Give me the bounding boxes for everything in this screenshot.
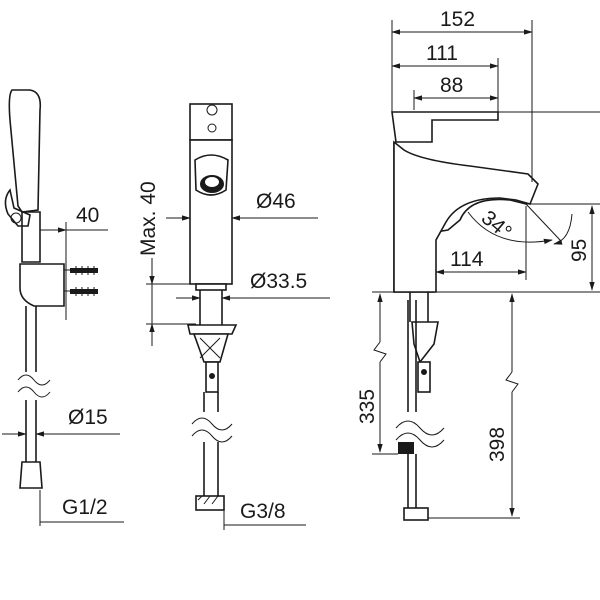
shower-head: [8, 89, 42, 213]
dim-depth-335: 335: [356, 291, 398, 455]
dim-depth-398: 398: [428, 291, 520, 519]
dim-label-diameter-15: Ø15: [68, 406, 108, 429]
dim-label-diameter-33-5: Ø33.5: [250, 270, 307, 293]
hose-connector: [19, 461, 43, 489]
dim-label-g38: G3/8: [240, 500, 286, 523]
dim-label-95: 95: [568, 239, 591, 262]
shower-handle: [21, 211, 41, 263]
dim-label-114: 114: [450, 248, 484, 271]
shower-trigger: [4, 188, 31, 227]
faucet-top-cap: [189, 103, 233, 141]
dim-reach-114: 114: [435, 206, 527, 280]
dim-label-88: 88: [440, 74, 463, 97]
dim-diameter-33-5: Ø33.5: [176, 270, 330, 301]
dim-width-111: 111: [391, 42, 499, 112]
dim-label-max-40: Max. 40: [137, 181, 160, 256]
dim-thread-g12: G1/2: [39, 490, 124, 526]
mounting-shank: [187, 290, 238, 393]
wall-holder: [19, 263, 65, 307]
supply-hoses: [191, 392, 233, 511]
dim-hose-40: 40: [40, 204, 108, 320]
dim-label-g12: G1/2: [62, 496, 108, 519]
dim-max-40: Max. 40: [137, 181, 196, 346]
dim-label-111: 111: [426, 42, 458, 65]
dim-label-40: 40: [76, 204, 99, 227]
dim-label-152: 152: [440, 8, 475, 31]
hose: [17, 306, 51, 489]
side-shank: [395, 292, 445, 521]
side-hose-nut: [403, 507, 429, 521]
dim-diameter-46: Ø46: [166, 190, 318, 221]
faucet-body-front: [189, 139, 233, 285]
faucet-side-view: 152 111 88 34° 95: [356, 8, 600, 521]
dim-label-335: 335: [356, 389, 379, 424]
dim-width-88: 88: [413, 74, 499, 110]
wall-screws: [64, 266, 98, 296]
dim-label-398: 398: [486, 427, 509, 462]
faucet-lever: [391, 111, 499, 143]
dim-thread-g38: G3/8: [223, 500, 306, 530]
dim-label-diameter-46: Ø46: [256, 190, 296, 213]
aerator: [194, 154, 229, 196]
faucet-front-view: Ø46 Ø33.5 Max. 40 G3/8: [137, 103, 330, 530]
dim-width-152: 152: [391, 8, 533, 182]
spout-profile: [393, 140, 539, 293]
hand-shower-view: 40 Ø15 G1/2: [2, 89, 124, 526]
dim-hose-diameter: Ø15: [2, 406, 120, 437]
dim-angle-34: 34°: [467, 203, 573, 245]
dim-label-angle-34: 34°: [477, 206, 516, 244]
